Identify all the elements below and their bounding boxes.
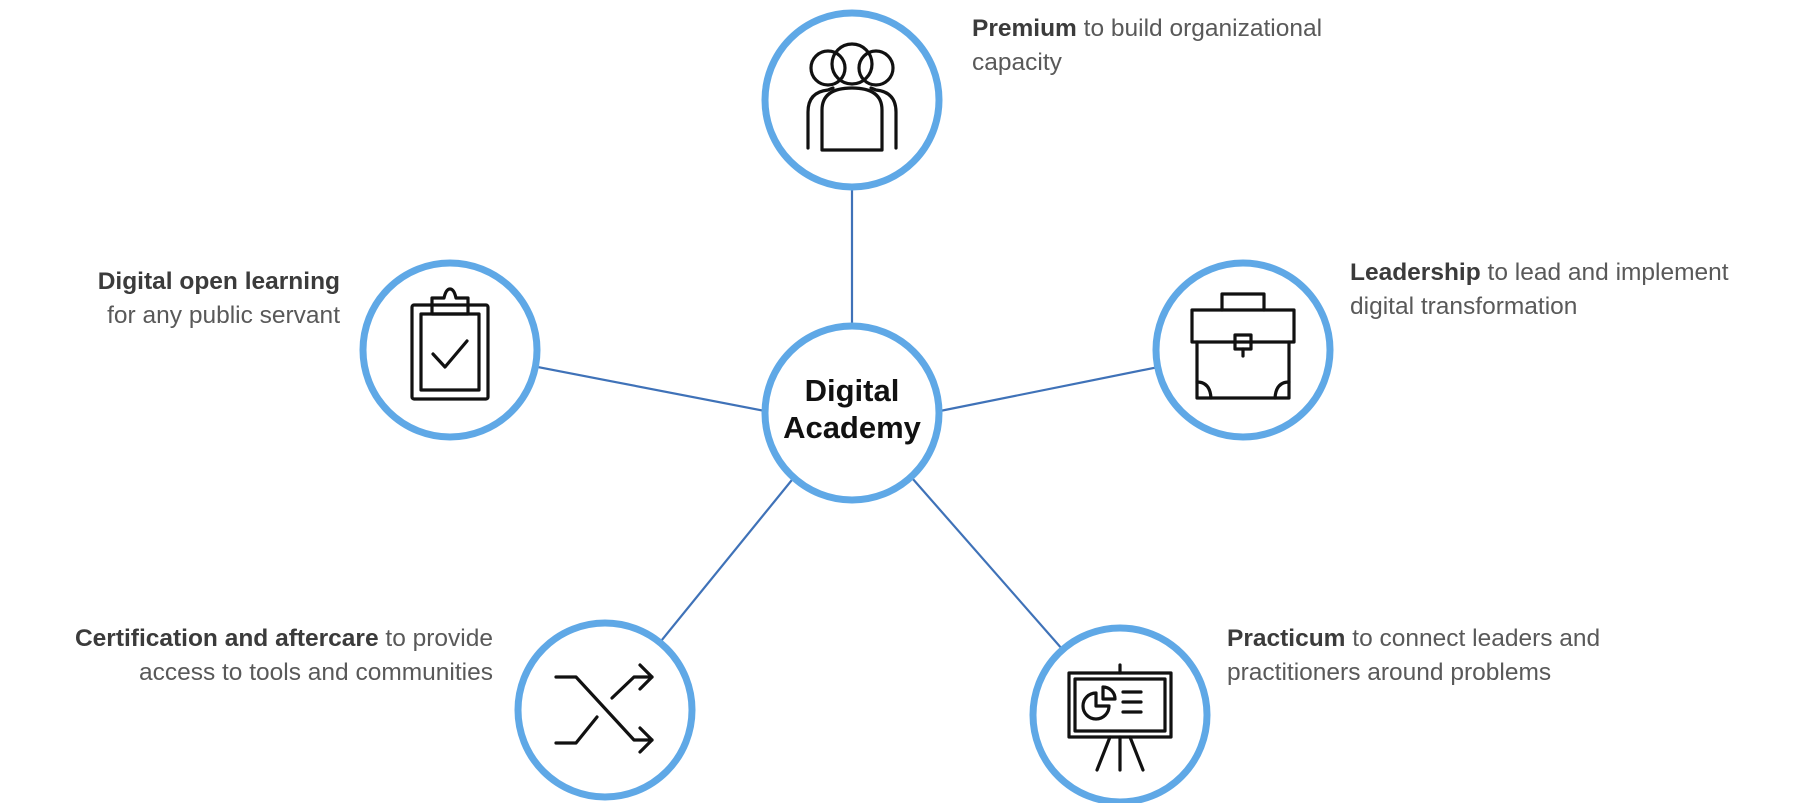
node-premium-circle (761, 9, 943, 191)
briefcase-icon (1190, 292, 1296, 400)
open-learning-title: Digital open learning (97, 268, 340, 295)
certification-text: to provide access to tools and communiti… (138, 625, 493, 686)
premium-description: Premium to build organizational capacity (972, 12, 1412, 80)
leadership-text: to lead and implement digital transforma… (1350, 259, 1729, 320)
node-practicum-circle (1029, 624, 1211, 803)
node-center-circle (761, 322, 943, 504)
clipboard-check-icon (410, 287, 490, 401)
practicum-description: Practicum to connect leaders and practit… (1227, 622, 1622, 690)
center-label-line1: Digital (804, 373, 900, 408)
presentation-board-icon (1067, 663, 1173, 772)
premium-title: Premium (972, 15, 1077, 42)
premium-text: to build organizational capacity (972, 15, 1323, 76)
center-label-line2: Academy (783, 410, 921, 445)
center-label: Digital Academy (762, 372, 942, 446)
open-learning-description: Digital open learning for any public ser… (40, 265, 340, 333)
node-open-learning-circle (359, 259, 541, 441)
certification-description: Certification and aftercare to provide a… (5, 622, 493, 690)
people-group-icon (806, 42, 898, 152)
open-learning-text: for any public servant (107, 302, 340, 329)
leadership-title: Leadership (1350, 259, 1481, 286)
leadership-description: Leadership to lead and implement digital… (1350, 256, 1790, 324)
certification-title: Certification and aftercare (74, 625, 379, 652)
practicum-text: to connect leaders and practitioners aro… (1227, 625, 1601, 686)
shuffle-arrows-icon (554, 663, 654, 754)
practicum-title: Practicum (1227, 625, 1346, 652)
